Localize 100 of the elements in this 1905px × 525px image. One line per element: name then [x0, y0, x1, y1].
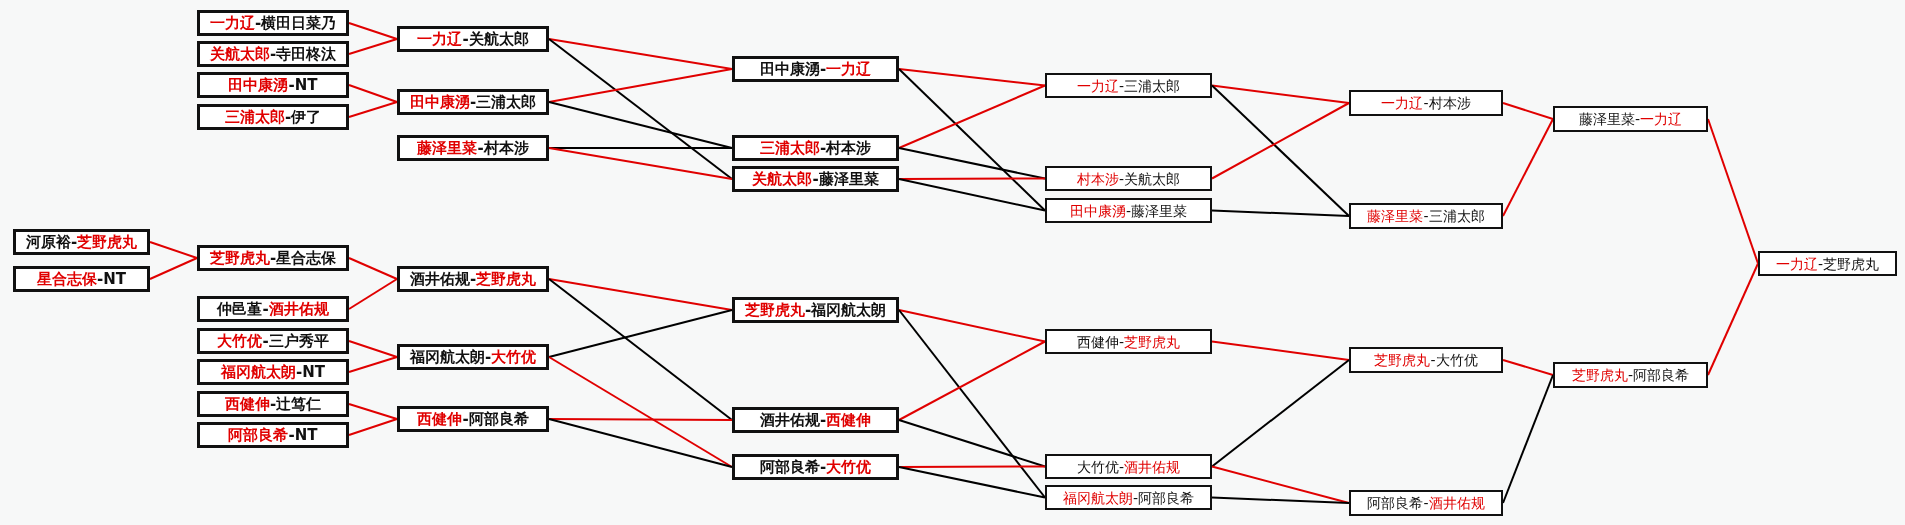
- match-box: [732, 407, 899, 433]
- match-result: 西健伸-辻笃仁: [224, 396, 322, 412]
- match-result: 河原裕-芝野虎丸: [25, 234, 138, 250]
- bracket-line: [1211, 84, 1350, 104]
- match-box: [197, 391, 349, 417]
- match-box: [732, 56, 899, 82]
- bracket-line: [898, 177, 1046, 180]
- match-result: 大竹优-三户秀平: [217, 333, 329, 349]
- bracket-line: [898, 466, 1046, 499]
- match-box: [197, 359, 349, 385]
- match-result: 藤泽里菜-村本涉: [417, 140, 529, 156]
- bracket-line: [1707, 262, 1759, 376]
- match-result: 星合志保-NT: [37, 271, 126, 287]
- match-box: [13, 266, 150, 292]
- bracket-line: [1211, 465, 1350, 504]
- match-box: [732, 166, 899, 192]
- bracket-line: [898, 340, 1046, 421]
- match-result: 一力辽-横田日菜乃: [209, 15, 337, 31]
- match-box: [1045, 485, 1212, 510]
- match-box: [1553, 362, 1708, 388]
- match-box: [397, 344, 549, 370]
- match-box: [1349, 490, 1503, 516]
- bracket-line: [898, 419, 1046, 468]
- match-result: 一力辽-关航太郎: [417, 31, 529, 47]
- match-result: 福冈航太朗-大竹优: [409, 349, 537, 365]
- match-box: [1045, 73, 1212, 98]
- match-box: [397, 26, 549, 52]
- bracket-line: [348, 418, 398, 436]
- bracket-line: [1211, 84, 1350, 217]
- match-box: [197, 422, 349, 448]
- match-box: [1045, 198, 1212, 223]
- match-result: 芝野虎丸-福冈航太朗: [744, 302, 887, 318]
- match-result: 酒井佑规-芝野虎丸: [409, 271, 537, 287]
- match-box: [397, 135, 549, 161]
- match-box: [1349, 203, 1503, 229]
- match-result: 阿部良希-酒井佑规: [1367, 496, 1485, 510]
- bracket-line: [898, 68, 1046, 87]
- match-box: [732, 135, 899, 161]
- match-result: 一力辽-三浦太郎: [1076, 78, 1181, 93]
- bracket-line: [149, 257, 198, 280]
- bracket-line: [1502, 118, 1554, 217]
- bracket-line: [548, 278, 733, 421]
- match-result: 芝野虎丸-大竹优: [1374, 353, 1478, 367]
- bracket-line: [1211, 102, 1350, 180]
- match-result: 三浦太郎-伊了: [224, 109, 322, 125]
- bracket-line: [348, 84, 398, 103]
- match-box: [397, 406, 549, 432]
- match-result: 三浦太郎-村本涉: [759, 140, 872, 156]
- match-result: 田中康湧-一力辽: [759, 61, 872, 77]
- match-result: 福冈航太朗-NT: [221, 364, 325, 380]
- bracket-line: [898, 147, 1046, 180]
- bracket-line: [1502, 359, 1554, 376]
- match-box: [1045, 454, 1212, 479]
- bracket-line: [348, 403, 398, 420]
- match-result: 酒井佑规-西健伸: [759, 412, 872, 428]
- bracket-line: [1211, 496, 1350, 504]
- match-result: 关航太郎-藤泽里菜: [752, 171, 879, 187]
- match-result: 村本涉-关航太郎: [1076, 171, 1181, 186]
- bracket-line: [348, 22, 398, 40]
- match-result: 一力辽-芝野虎丸: [1775, 256, 1880, 271]
- bracket-line: [898, 309, 1046, 343]
- match-result: 芝野虎丸-星合志保: [209, 250, 337, 266]
- bracket-line: [348, 257, 398, 280]
- match-result: 田中康湧-NT: [228, 77, 318, 93]
- bracket-line: [1502, 102, 1554, 120]
- bracket-line: [548, 356, 733, 468]
- match-box: [1349, 347, 1503, 373]
- match-box: [197, 296, 349, 322]
- bracket-line: [149, 241, 198, 259]
- bracket-line: [348, 356, 398, 373]
- bracket-line: [348, 101, 398, 118]
- bracket-line: [898, 84, 1046, 149]
- bracket-line: [548, 38, 733, 180]
- bracket-line: [1502, 374, 1554, 504]
- bracket-line: [898, 68, 1046, 212]
- match-result: 关航太郎-寺田柊汰: [209, 46, 337, 62]
- bracket-line: [548, 418, 733, 468]
- match-box: [732, 454, 899, 480]
- match-result: 仲邑堇-酒井佑规: [217, 301, 329, 317]
- match-result: 田中康湧-三浦太郎: [409, 94, 537, 110]
- match-box: [13, 229, 150, 255]
- match-box: [732, 297, 899, 323]
- match-box: [1349, 90, 1503, 116]
- match-box: [197, 245, 349, 271]
- match-result: 西健伸-芝野虎丸: [1076, 334, 1181, 349]
- bracket-line: [898, 178, 1046, 212]
- match-result: 阿部良希-NT: [228, 427, 318, 443]
- match-result: 芝野虎丸-阿部良希: [1571, 368, 1690, 382]
- match-result: 藤泽里菜-三浦太郎: [1367, 209, 1485, 223]
- bracket-line: [548, 101, 733, 149]
- match-box: [197, 104, 349, 130]
- match-result: 藤泽里菜-一力辽: [1578, 112, 1683, 126]
- bracket-line: [548, 309, 733, 358]
- match-result: 田中康湧-藤泽里菜: [1069, 203, 1188, 218]
- match-result: 阿部良希-大竹优: [759, 459, 872, 475]
- bracket-line: [1211, 359, 1350, 468]
- match-result: 福冈航太朗-阿部良希: [1062, 490, 1195, 505]
- match-box: [397, 89, 549, 115]
- bracket-line: [348, 38, 398, 55]
- match-box: [1045, 329, 1212, 354]
